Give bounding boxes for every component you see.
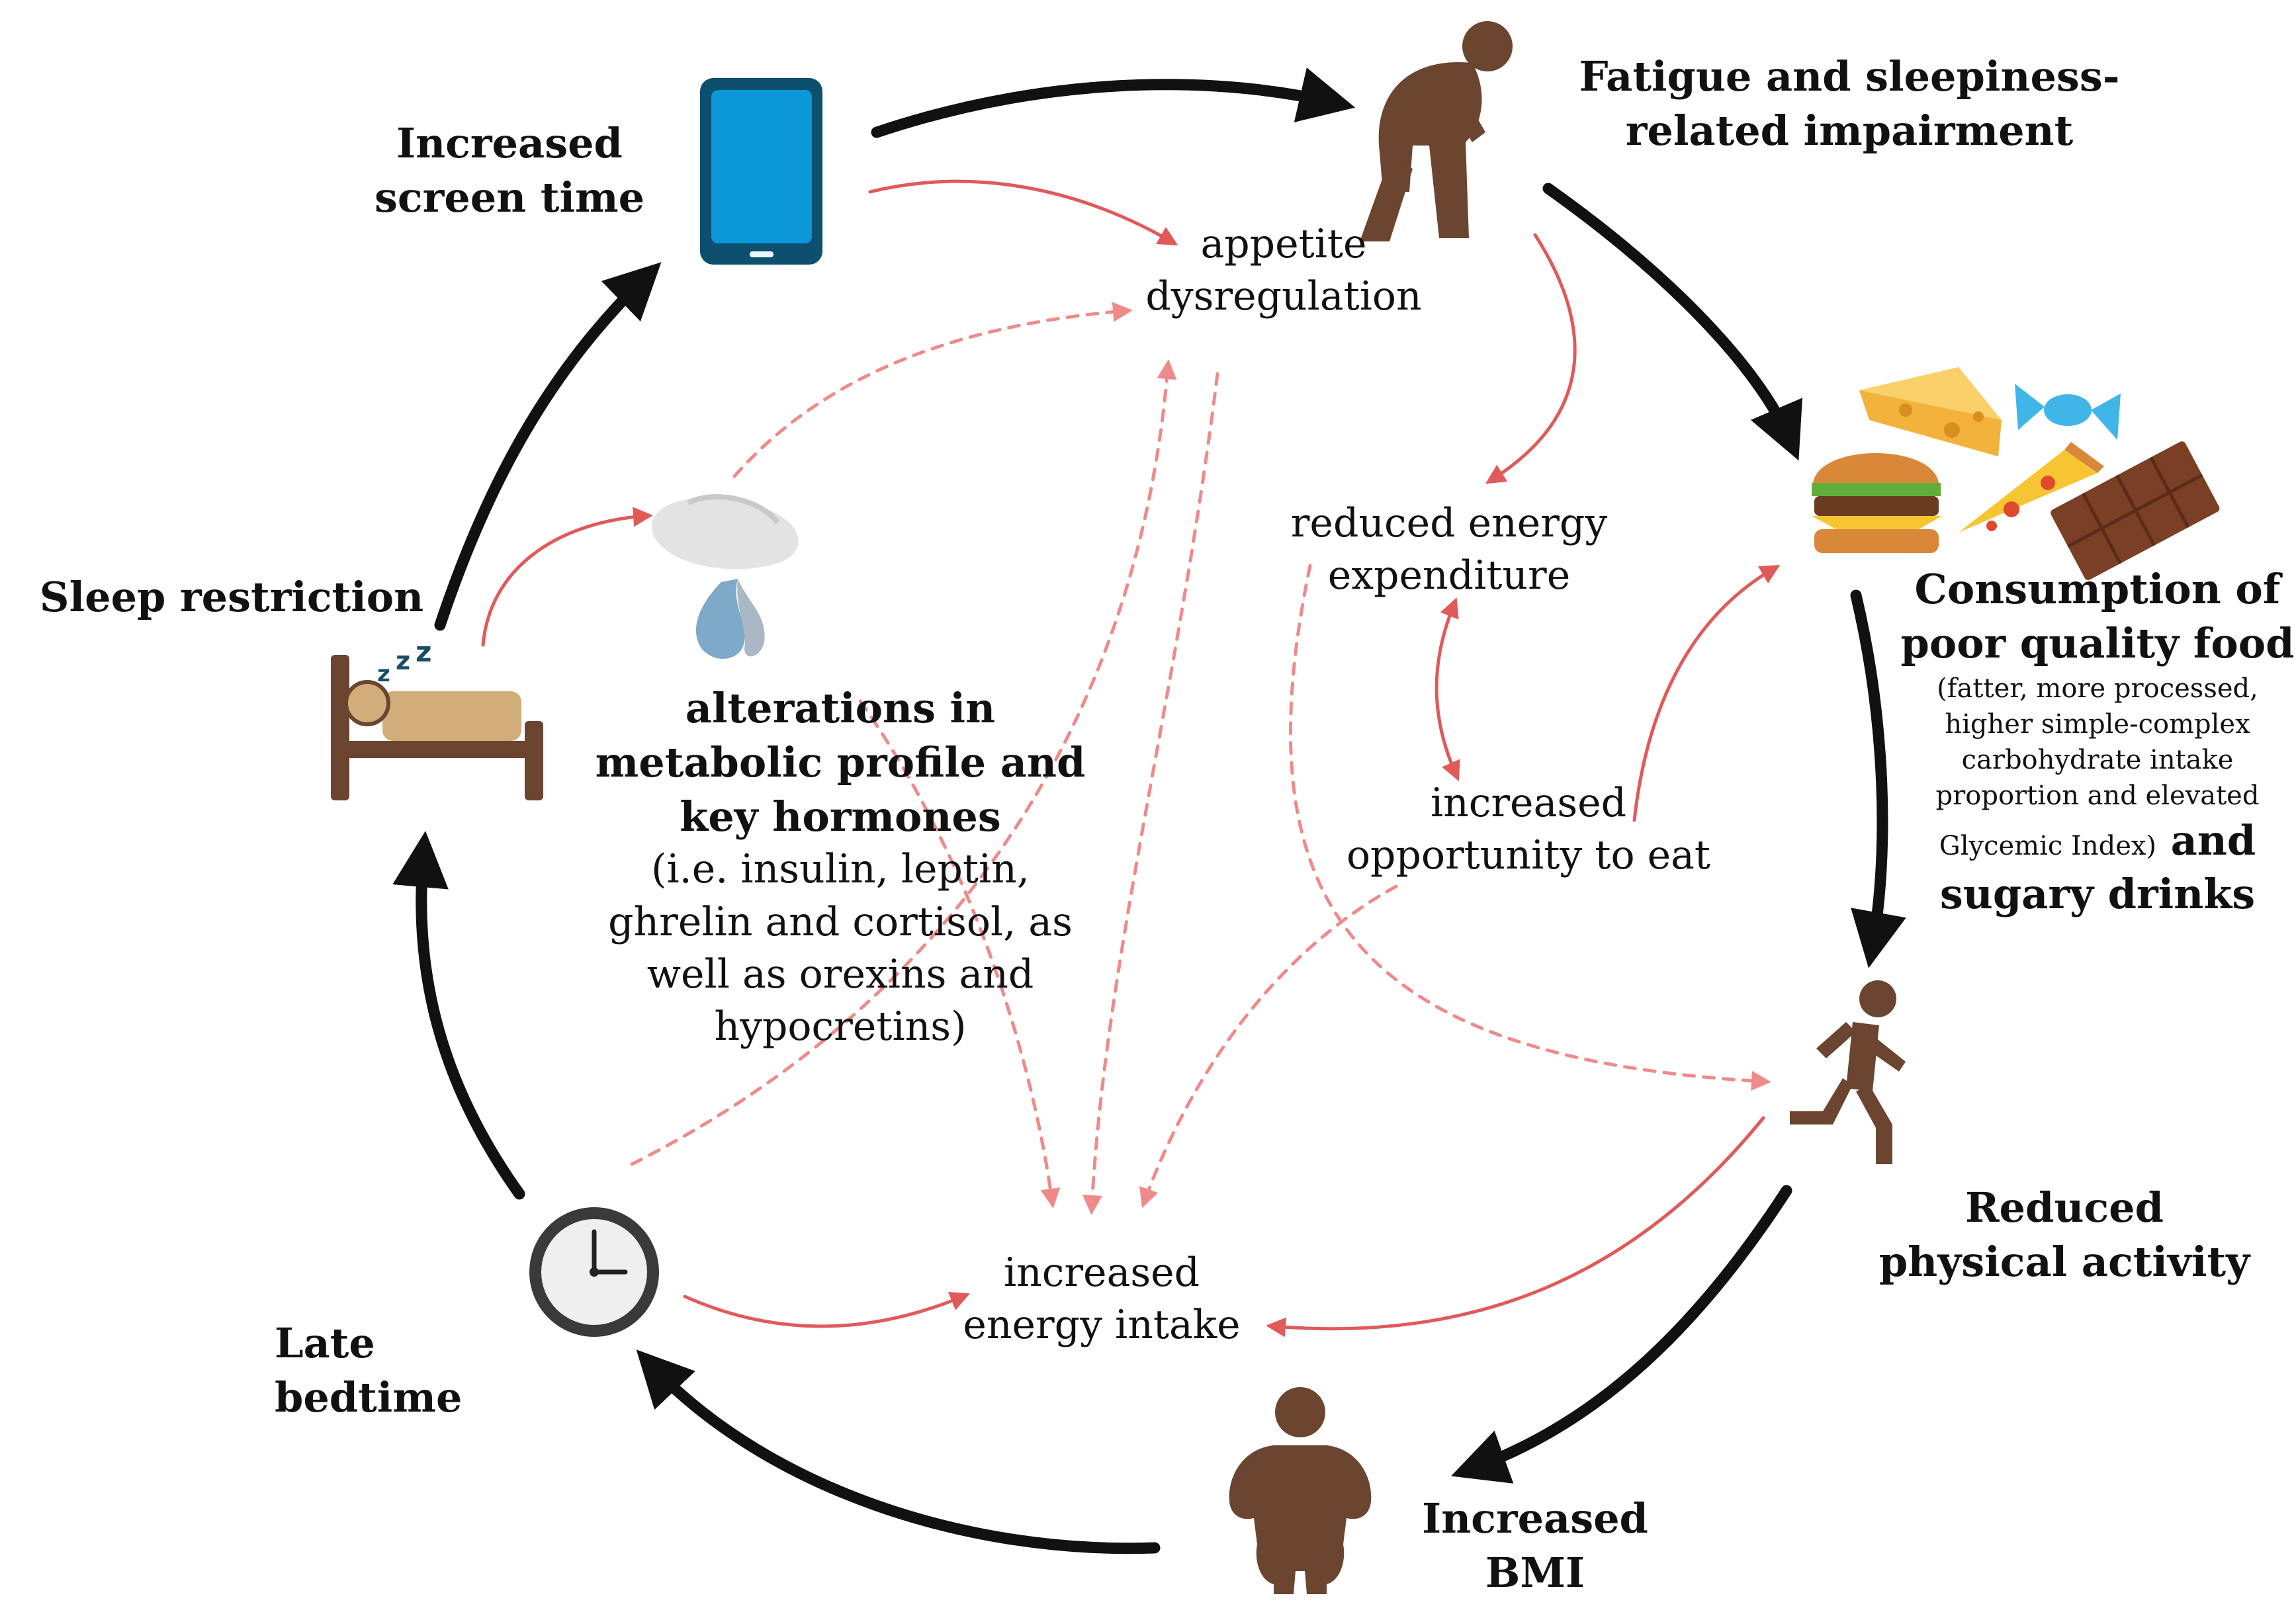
overweight-person-icon	[1229, 1387, 1372, 1594]
node-increased-bmi: Increased BMI	[1422, 1494, 1648, 1597]
arrow-opportunity-to-food	[1632, 564, 1781, 822]
dashed-opportunity-to-intake	[1139, 884, 1398, 1209]
mechanism-metabolic-alterations: alterations in metabolic profile and key…	[595, 684, 1086, 1050]
arrow-food-to-activity	[1850, 589, 1906, 968]
tablet-icon	[700, 78, 822, 265]
arrow-activity-to-bmi	[1451, 1185, 1792, 1484]
node-poor-quality-food: Consumption of poor quality food (fatter…	[1900, 565, 2295, 919]
dashed-expenditure-to-activity	[1288, 564, 1771, 1091]
arrow-clock-to-bed	[392, 831, 525, 1200]
dashed-arrows	[630, 302, 1771, 1215]
arrow-fatigue-to-food	[1542, 183, 1802, 461]
node-reduced-physical-activity: Reduced physical activity	[1878, 1183, 2250, 1286]
mechanism-increased-energy-intake: increased energy intake	[963, 1250, 1241, 1349]
tired-person-icon	[1360, 21, 1513, 241]
dashed-metabolic-to-intake	[858, 699, 1061, 1209]
svg-text:z: z	[396, 646, 410, 675]
arrow-bmi-to-clock	[636, 1349, 1161, 1554]
mechanism-increased-opportunity: increased opportunity to eat	[1346, 780, 1711, 879]
node-fatigue: Fatigue and sleepiness- related impairme…	[1579, 52, 2120, 155]
mechanism-appetite-dysregulation: appetite dysregulation	[1145, 221, 1422, 320]
arrow-expenditure-opportunity	[1435, 597, 1460, 781]
dashed-appetite-to-intake	[1082, 372, 1219, 1215]
cycle-arrows	[392, 67, 1906, 1554]
brain-gland-icon	[652, 494, 799, 659]
dashed-clock-to-appetite	[630, 359, 1177, 1166]
mechanism-reduced-energy-expenditure: reduced energy expenditure	[1290, 500, 1608, 599]
node-increased-screen-time: Increased screen time	[374, 119, 645, 222]
influence-arrows	[481, 179, 1781, 1338]
arrow-fatigue-to-expenditure	[1485, 233, 1577, 484]
svg-text:z: z	[416, 636, 431, 668]
dashed-brain-to-appetite	[732, 302, 1133, 478]
arrow-screen-to-appetite	[868, 179, 1178, 245]
svg-text:z: z	[377, 661, 390, 687]
arrow-bed-to-brain	[481, 507, 653, 647]
running-person-icon	[1790, 980, 1906, 1164]
arrow-activity-to-intake	[1266, 1116, 1765, 1338]
arrow-screen-to-fatigue	[871, 67, 1356, 138]
arrow-clock-to-intake	[683, 1292, 971, 1328]
node-sleep-restriction: Sleep restriction	[39, 573, 424, 621]
arrow-bed-to-screen	[434, 262, 662, 631]
sleeping-bed-icon: z z z	[331, 636, 543, 800]
clock-icon	[529, 1207, 659, 1337]
junk-food-icon	[1812, 367, 2220, 580]
node-late-bedtime: Late bedtime	[275, 1319, 463, 1422]
